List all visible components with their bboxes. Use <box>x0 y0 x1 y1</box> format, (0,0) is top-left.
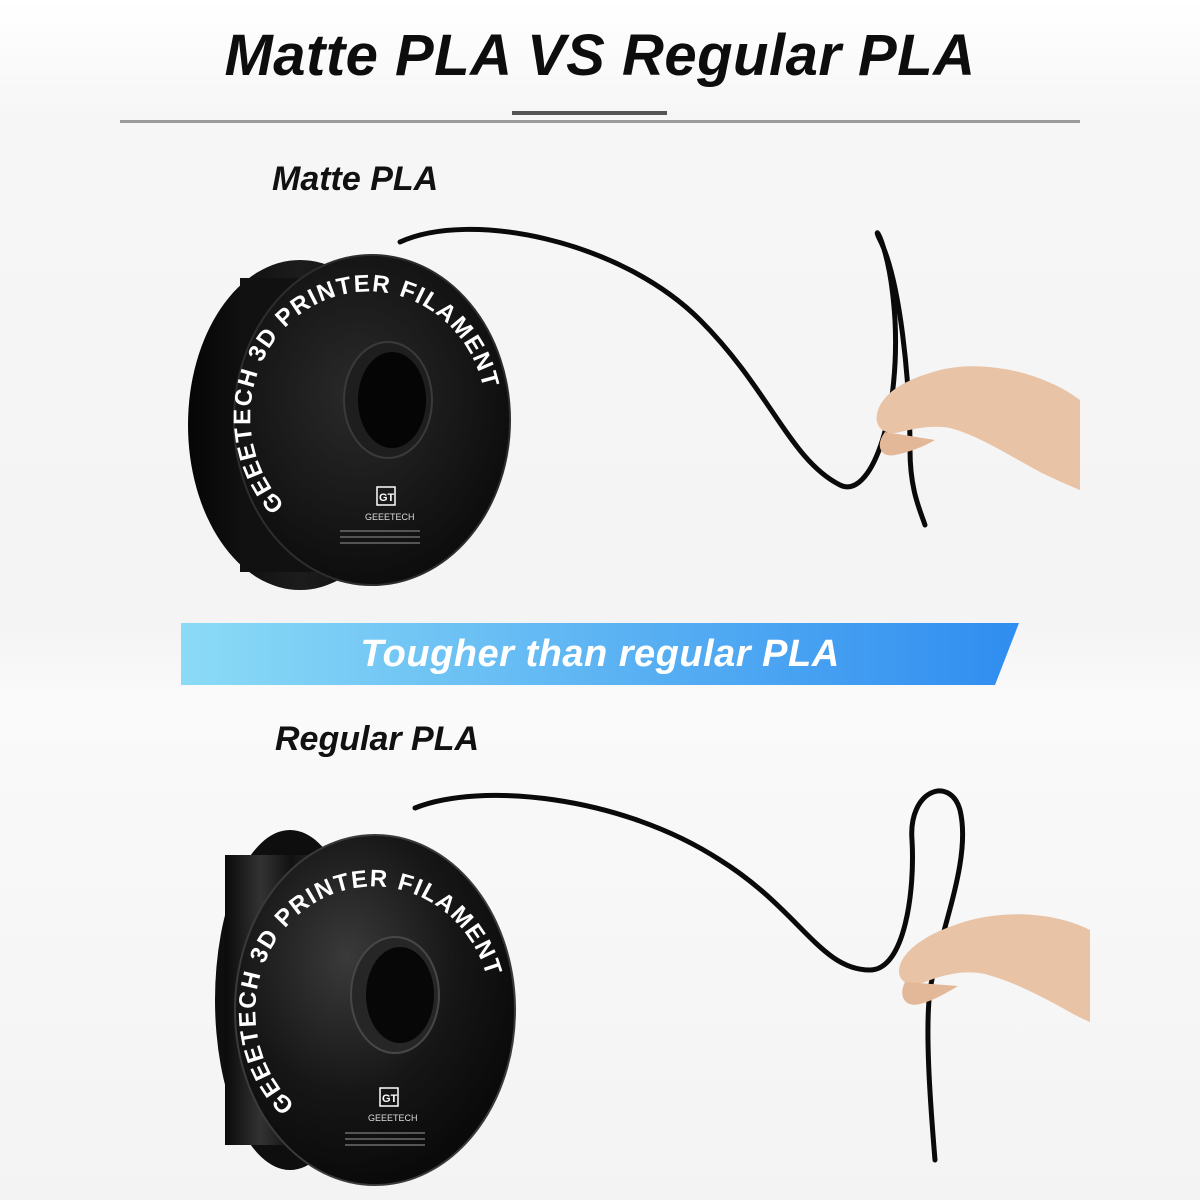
page-title: Matte PLA VS Regular PLA <box>224 23 976 88</box>
regular-brand-name: GEEETECH <box>368 1113 418 1123</box>
regular-hand-illustration <box>899 914 1090 1022</box>
banner-background <box>181 623 1019 685</box>
matte-brand-logo-text: GT <box>379 492 395 504</box>
title-divider <box>120 120 1080 123</box>
regular-pla-scene: GEEETECH 3D PRINTER FILAMENT GT GEEETECH <box>0 760 1200 1200</box>
regular-spool-hub-hole <box>366 947 434 1043</box>
title-divider-accent <box>512 111 667 115</box>
banner-text: Tougher than regular PLA <box>360 633 840 675</box>
matte-spool-illustration: GEEETECH 3D PRINTER FILAMENT GT GEEETECH <box>188 226 1080 590</box>
matte-pla-label: Matte PLA <box>272 160 439 198</box>
matte-pla-scene: GEEETECH 3D PRINTER FILAMENT GT GEEETECH <box>0 200 1200 620</box>
regular-brand-logo-text: GT <box>382 1093 398 1105</box>
matte-brand-logo <box>376 486 396 506</box>
matte-spool-hub-hole <box>358 352 426 448</box>
regular-pla-label: Regular PLA <box>275 720 480 758</box>
comparison-banner: Tougher than regular PLA <box>181 623 1019 685</box>
regular-brand-logo <box>379 1087 399 1107</box>
matte-brand-name: GEEETECH <box>365 512 415 522</box>
regular-spool-illustration: GEEETECH 3D PRINTER FILAMENT GT GEEETECH <box>215 788 1090 1186</box>
matte-hand-illustration <box>876 366 1080 490</box>
